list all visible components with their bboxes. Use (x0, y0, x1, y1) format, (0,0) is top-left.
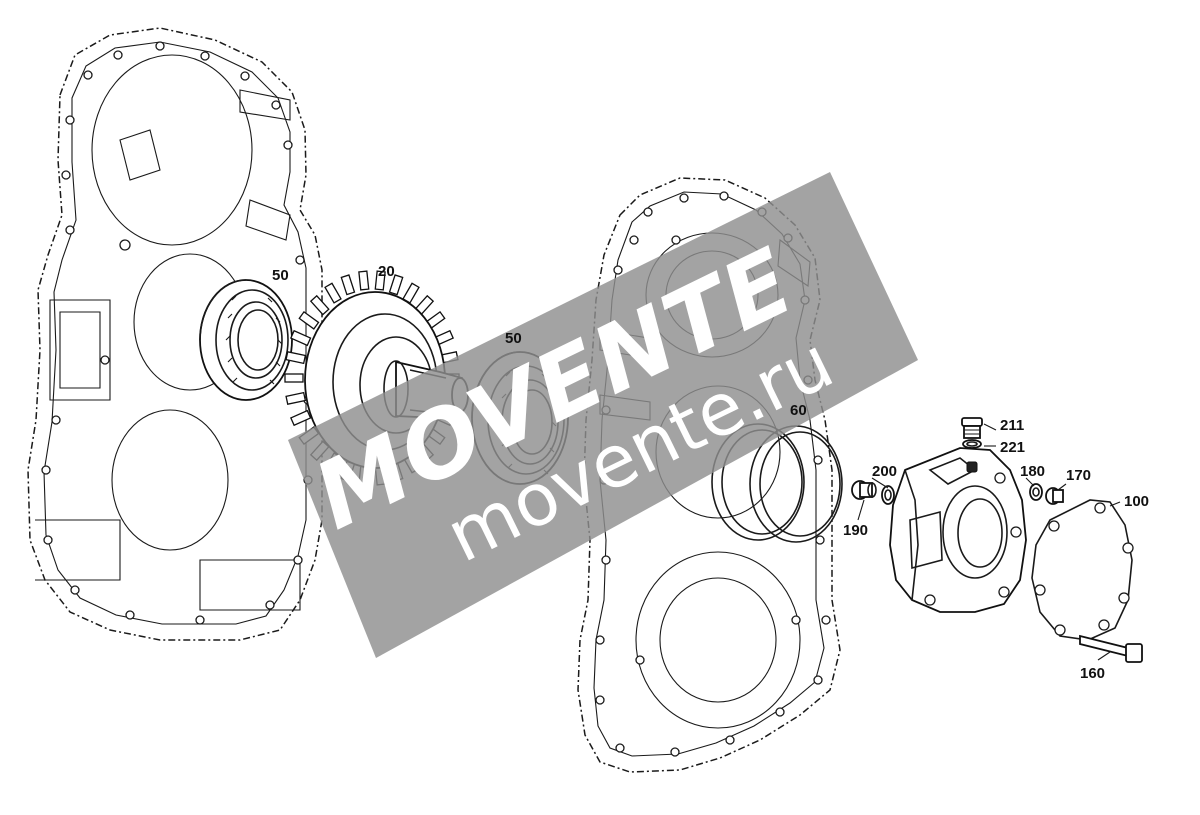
leader-lines (857, 423, 1121, 661)
bolt-160 (1079, 634, 1143, 663)
gear-tooth (289, 409, 312, 427)
callout-200: 200 (872, 463, 897, 480)
washer-180 (1029, 483, 1043, 501)
callout-50-right: 50 (505, 330, 522, 347)
callout-20: 20 (378, 263, 395, 280)
watermark: MOVENTE movente.ru (288, 172, 918, 658)
gasket (1031, 499, 1134, 641)
washer-200 (881, 485, 895, 505)
plug-190 (851, 480, 877, 500)
gear-tooth (285, 391, 307, 405)
callout-160: 160 (1080, 665, 1105, 682)
callout-50-left: 50 (272, 267, 289, 284)
cover-housing (889, 447, 1027, 613)
gear-tooth (388, 274, 404, 296)
gear-tooth (284, 373, 304, 383)
callout-211: 211 (1000, 417, 1024, 434)
gear-tooth (285, 351, 307, 365)
callout-labels: 50 20 50 60 211 221 200 180 170 100 190 … (272, 263, 1149, 682)
gear-tooth (309, 294, 330, 316)
seal-ring-221 (962, 439, 982, 449)
plug-170 (1045, 487, 1064, 505)
gear-tooth (289, 329, 312, 347)
vent-plug-211 (961, 417, 983, 439)
callout-100: 100 (1124, 493, 1149, 510)
gear-tooth (340, 274, 356, 296)
callout-60: 60 (790, 402, 807, 419)
gear-tooth (358, 270, 370, 291)
left-gear-housing (27, 27, 323, 641)
roller-bearing-left (199, 279, 293, 401)
gear-tooth (374, 270, 386, 291)
right-housing-bolt-holes (595, 191, 831, 757)
callout-170: 170 (1066, 467, 1091, 484)
callout-190: 190 (843, 522, 868, 539)
callout-180: 180 (1020, 463, 1045, 480)
gear-tooth (298, 310, 320, 330)
gear-tooth (324, 282, 342, 304)
callout-221: 221 (1000, 439, 1025, 456)
